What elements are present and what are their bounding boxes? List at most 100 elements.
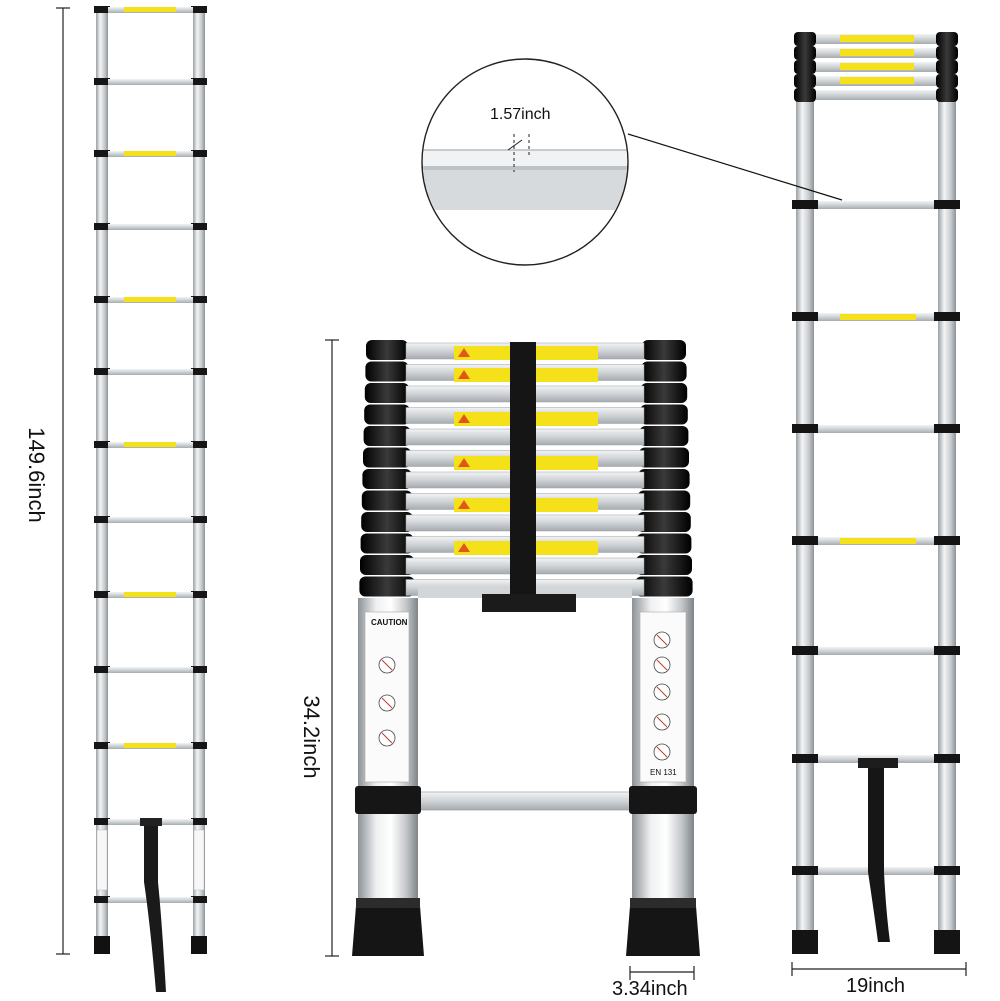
extended-ladder-rung-clamp	[94, 591, 110, 598]
foot-width-label: 3.34inch	[612, 978, 688, 1000]
retracted-ladder-left-cap	[364, 404, 410, 425]
partial-ladder-rung	[818, 647, 934, 655]
extended-ladder-rung-clamp	[94, 896, 110, 903]
retracted-ladder-right-cap	[642, 340, 686, 360]
partial-ladder-rung-clamp	[934, 754, 960, 763]
partial-ladder	[792, 32, 960, 954]
partial-ladder-strap	[868, 762, 890, 942]
extended-ladder-rung-clamp	[191, 742, 207, 749]
extended-ladder-right-label	[193, 829, 205, 891]
partial-ladder-left-cap	[794, 60, 816, 74]
warning-triangle-icon	[458, 348, 470, 357]
extended-ladder-rung-clamp	[94, 223, 110, 230]
extended-ladder-rung-clamp	[191, 78, 207, 85]
extended-ladder-rung-clamp	[191, 818, 207, 825]
extended-ladder-rung	[108, 224, 193, 230]
retracted-ladder-left-cap	[361, 512, 413, 532]
ladder-width-label: 19inch	[846, 975, 905, 997]
foot-width-dimension	[629, 966, 695, 980]
extended-ladder-right-foot	[191, 936, 207, 954]
warning-triangle-icon	[458, 500, 470, 509]
partial-ladder-warning-sticker	[840, 314, 916, 320]
retracted-ladder-right-cap	[636, 555, 692, 575]
partial-ladder-rung-clamp	[792, 312, 818, 321]
partial-ladder-rung-clamp	[792, 536, 818, 545]
retracted-ladder-right-cap	[635, 576, 693, 597]
extended-ladder-rung-clamp	[191, 591, 207, 598]
prohibition-slash-icon	[656, 746, 668, 758]
extended-ladder-warning-sticker	[124, 7, 176, 12]
extended-ladder-rung	[108, 79, 193, 85]
prohibition-slash-icon	[656, 716, 668, 728]
retracted-ladder-left-cap	[366, 340, 408, 360]
retracted-height-dimension	[325, 339, 339, 957]
prohibition-slash-icon	[381, 659, 393, 671]
retracted-ladder-right-foot	[626, 906, 700, 956]
extended-ladder-rung	[108, 369, 193, 375]
retracted-ladder-right-cap	[636, 533, 692, 554]
partial-ladder-right-rail	[938, 100, 956, 950]
retracted-ladder-left-cap	[365, 361, 409, 382]
extended-ladder-left-foot	[94, 936, 110, 954]
partial-ladder-right-cap	[936, 88, 958, 102]
extended-ladder-rung-clamp	[191, 666, 207, 673]
retracted-height-label: 34.2inch	[299, 695, 324, 779]
partial-ladder-rung-clamp	[792, 754, 818, 763]
retracted-ladder-left-cap	[359, 576, 415, 597]
extended-ladder-rung	[108, 667, 193, 673]
prohibition-slash-icon	[656, 659, 668, 671]
rung-detail-zoom	[421, 58, 843, 266]
extended-ladder-rung-clamp	[94, 6, 110, 13]
partial-ladder-right-cap	[936, 46, 958, 60]
partial-ladder-rung-clamp	[792, 200, 818, 209]
retracted-ladder-left-cap	[361, 490, 413, 511]
partial-ladder-warning-sticker	[840, 77, 914, 84]
extended-ladder-warning-sticker	[124, 442, 176, 447]
retracted-ladder-right-cap	[641, 361, 687, 382]
partial-ladder-right-cap	[936, 32, 958, 46]
partial-ladder-left-cap	[794, 32, 816, 46]
warning-triangle-icon	[458, 458, 470, 467]
retracted-ladder-left-cap	[363, 426, 411, 446]
extended-ladder-rung-clamp	[94, 368, 110, 375]
partial-ladder-left-rail	[796, 100, 814, 950]
prohibition-slash-icon	[381, 697, 393, 709]
extended-ladder-rung-clamp	[191, 296, 207, 303]
partial-ladder-top-stack	[794, 32, 958, 102]
partial-ladder-rung-clamp	[792, 866, 818, 875]
retracted-ladder-right-cap	[640, 404, 688, 425]
extended-ladder-rung-clamp	[94, 666, 110, 673]
retracted-ladder-right-cap	[638, 469, 690, 489]
partial-ladder-left-foot	[792, 930, 818, 954]
partial-ladder-warning-sticker	[840, 49, 914, 56]
extended-ladder-rung-clamp	[191, 368, 207, 375]
ladder-width-dimension	[791, 962, 967, 976]
extended-ladder-left-rail	[96, 6, 108, 950]
retracted-ladder-left-cap	[360, 555, 414, 575]
warning-triangle-icon	[458, 414, 470, 423]
partial-ladder-warning-sticker	[840, 63, 914, 70]
partial-ladder-left-cap	[794, 74, 816, 88]
partial-ladder-rung-clamp	[934, 646, 960, 655]
extended-ladder-rung-clamp	[94, 818, 110, 825]
extended-ladder-rung-clamp	[94, 296, 110, 303]
partial-ladder-right-cap	[936, 60, 958, 74]
retracted-ladder	[352, 340, 700, 956]
partial-ladder-rung-clamp	[934, 200, 960, 209]
retracted-ladder-left-cap	[360, 533, 414, 554]
extended-ladder-rungs	[94, 6, 207, 903]
extended-height-dimension	[56, 7, 70, 955]
partial-ladder-rung	[818, 201, 934, 209]
retracted-ladder-strap	[510, 342, 536, 597]
prohibition-slash-icon	[656, 634, 668, 646]
extended-height-label: 149.6inch	[24, 427, 49, 523]
extended-ladder-rung-clamp	[94, 441, 110, 448]
zoom-leader-line	[627, 133, 843, 201]
retracted-ladder-right-cap	[640, 383, 688, 403]
extended-ladder-strap-handle	[140, 818, 162, 826]
retracted-ladder-strap-handle	[482, 594, 576, 612]
partial-ladder-warning-sticker	[840, 35, 914, 42]
partial-ladder-warning-sticker	[840, 538, 916, 544]
warning-triangle-icon	[458, 543, 470, 552]
retracted-ladder-left-foot	[352, 906, 424, 956]
